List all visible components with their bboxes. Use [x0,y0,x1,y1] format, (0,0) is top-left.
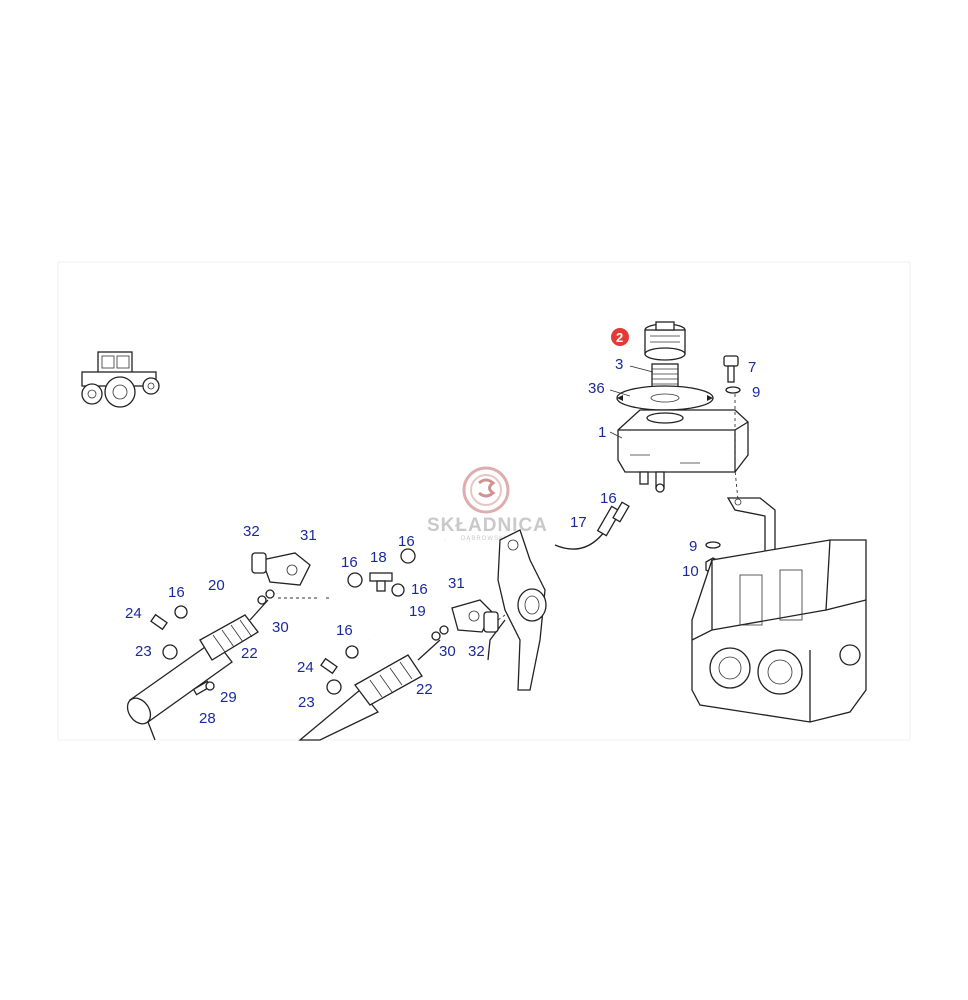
callout-16-left[interactable]: 16 [168,584,185,601]
hose-19 [369,599,403,641]
washer-9a [725,386,741,394]
pin-32a [251,552,267,574]
banjo-23a [162,644,178,660]
callout-16-lower[interactable]: 16 [336,622,353,639]
callout-29[interactable]: 29 [220,689,237,706]
callout-32-left[interactable]: 32 [243,523,260,540]
callout-2[interactable]: 2 [616,330,623,345]
watermark-logo [462,466,510,514]
slave-cylinder-right [298,639,441,741]
bolt-7 [723,355,739,383]
fork-31a [261,552,311,586]
banjo-23b [326,679,342,695]
callout-30-right[interactable]: 30 [439,643,456,660]
callout-32-right[interactable]: 32 [468,643,485,660]
callout-24-right[interactable]: 24 [297,659,314,676]
bleed-screw-24a [150,613,168,631]
callout-16-mid[interactable]: 16 [341,554,358,571]
pin-32b [483,611,499,633]
clamp-16e [391,583,405,597]
watermark-title: SKŁADNICA [427,515,548,536]
callout-1[interactable]: 1 [598,424,606,441]
tractor-icon [81,351,160,408]
callout-30-left[interactable]: 30 [272,619,289,636]
callout-16-top[interactable]: 16 [398,533,415,550]
callout-18[interactable]: 18 [370,549,387,566]
callout-16-tee[interactable]: 16 [411,581,428,598]
callout-7[interactable]: 7 [748,359,756,376]
callout-9-bracket[interactable]: 9 [689,538,697,555]
callout-24-left[interactable]: 24 [125,605,142,622]
tee-18 [369,572,393,592]
watermark-subtitle: DĄBROWSKI [461,536,507,542]
callout-2-marker [611,328,629,346]
callout-22-right[interactable]: 22 [416,681,433,698]
bleed-screw-24b [320,657,338,675]
callout-31-left[interactable]: 31 [300,527,317,544]
callout-36[interactable]: 36 [588,380,605,397]
callout-28[interactable]: 28 [199,710,216,727]
callout-3[interactable]: 3 [615,356,623,373]
callout-17[interactable]: 17 [570,514,587,531]
leader-lines [609,365,654,439]
clamp-16b [174,605,188,619]
callout-20[interactable]: 20 [208,577,225,594]
drawing-frame [57,261,911,741]
clamp-16f [345,645,359,659]
nut-30a [257,589,275,605]
reservoir-cap [644,321,686,361]
callout-10[interactable]: 10 [682,563,699,580]
mount-dashline [734,394,739,501]
reservoir-tank [617,409,749,493]
gasket-36 [616,385,714,411]
link-dash-right [497,614,506,621]
pedal-arm [487,529,547,691]
callout-31-right[interactable]: 31 [448,575,465,592]
clamp-16c [347,572,363,588]
clamp-16d [400,548,416,564]
bolt-28-29 [192,680,215,696]
callout-16-reservoir[interactable]: 16 [600,490,617,507]
slave-cylinder-left [126,599,269,741]
callout-23-left[interactable]: 23 [135,643,152,660]
transmission-housing [691,539,867,723]
callout-22-left[interactable]: 22 [241,645,258,662]
callout-9-top[interactable]: 9 [752,384,760,401]
washer-9b [705,541,721,549]
callout-23-right[interactable]: 23 [298,694,315,711]
nut-30b [431,625,449,641]
callout-19[interactable]: 19 [409,603,426,620]
hose-clamp-16a [596,501,630,537]
